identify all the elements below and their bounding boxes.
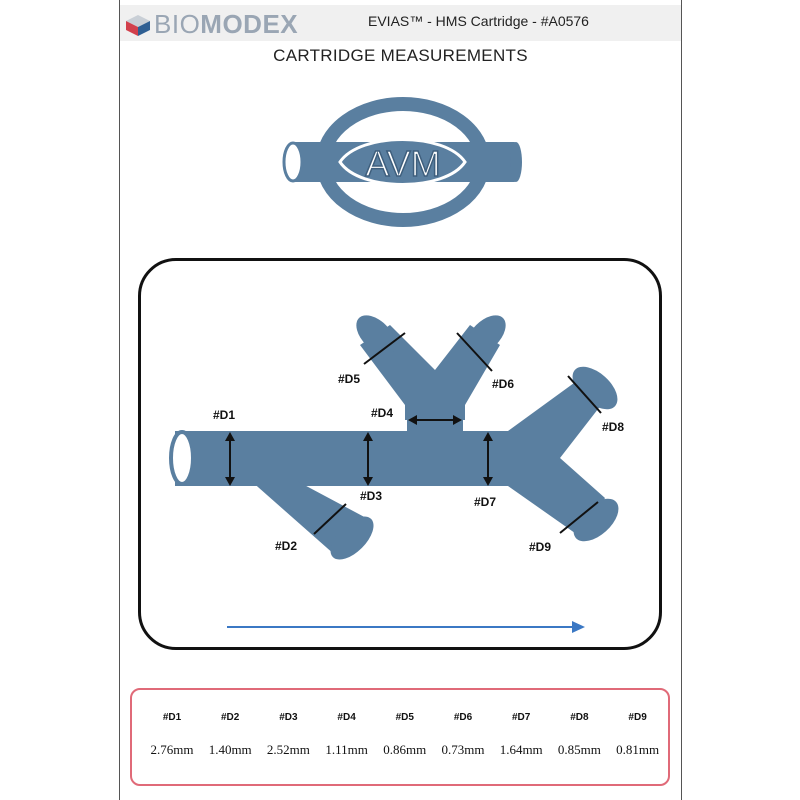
table-value-cell: 0.73mm (441, 742, 485, 757)
table-value-cell: 1.11mm (325, 742, 368, 757)
label-d5: #D5 (338, 372, 361, 386)
table-value-cell: 1.64mm (499, 742, 543, 757)
table-value-cell: 0.81mm (616, 742, 660, 757)
label-d9: #D9 (529, 540, 552, 554)
table-header-cell: #D2 (221, 712, 240, 723)
table-value-cell: 2.76mm (150, 742, 194, 757)
label-d7: #D7 (474, 495, 497, 509)
table-header-cell: #D6 (453, 712, 473, 723)
table-header-cell: #D3 (279, 712, 298, 723)
label-d2: #D2 (275, 539, 298, 553)
measurement-arrows (229, 332, 602, 535)
label-d4: #D4 (371, 406, 394, 420)
document-title: EVIAS™ - HMS Cartridge - #A0576 (368, 13, 589, 29)
label-d3: #D3 (360, 489, 383, 503)
table-value-cell: 1.40mm (208, 742, 252, 757)
table-header-cell: #D4 (337, 712, 356, 723)
table-header-cell: #D5 (395, 712, 414, 723)
cartridge-frame (138, 258, 662, 650)
table-header-cell: #D9 (628, 712, 647, 723)
table-header-cell: #D1 (162, 712, 182, 723)
label-d1: #D1 (213, 408, 236, 422)
label-d8: #D8 (602, 420, 625, 434)
label-d6: #D6 (492, 377, 515, 391)
table-value-cell: 0.85mm (557, 742, 601, 757)
table-header-cell: #D8 (570, 712, 589, 723)
biomodex-logo: BIOMODEX (124, 9, 298, 40)
table-value-cell: 0.86mm (383, 742, 427, 757)
biomodex-cube-icon (126, 14, 150, 36)
cartridge-diagram (169, 315, 619, 633)
document-page: BIOMODEX EVIAS™ - HMS Cartridge - #A0576… (119, 0, 682, 800)
avm-label: AVM (365, 143, 440, 184)
header-band (120, 5, 681, 41)
table-header-cell: #D7 (512, 712, 531, 723)
table-value-cell: 2.52mm (266, 742, 310, 757)
section-title: CARTRIDGE MEASUREMENTS (273, 46, 528, 65)
measurements-table: #D1 2.76mm #D2 1.40mm #D3 2.52mm #D4 1.11mm #D5 0… (130, 688, 670, 786)
logo-text: BIOMODEX (154, 9, 299, 39)
avm-illustration: AVM (282, 97, 522, 227)
